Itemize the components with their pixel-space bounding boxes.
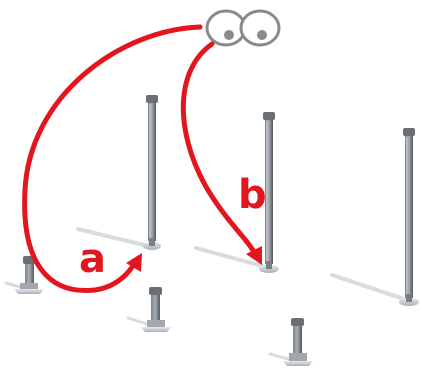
short-post-2 <box>141 287 171 332</box>
tall-post-3 <box>399 128 419 306</box>
right-pupil <box>257 30 267 40</box>
tall-post-1 <box>143 95 161 250</box>
shadow-short-3 <box>268 352 294 362</box>
arrow-a <box>22 24 203 294</box>
arrowhead-a <box>126 253 142 272</box>
left-pupil <box>224 30 234 40</box>
label-a: a <box>79 236 106 282</box>
arrow-b <box>180 41 262 265</box>
shadow-post-3 <box>330 273 409 302</box>
label-b: b <box>238 172 267 218</box>
shadow-short-2 <box>126 316 152 327</box>
short-post-3 <box>283 318 313 366</box>
eyes-icon <box>205 9 281 47</box>
floor-shadows <box>4 227 409 362</box>
arrowhead-b <box>246 246 262 265</box>
tall-post-2 <box>259 112 279 273</box>
shadow-short-1 <box>4 281 22 289</box>
short-post-1 <box>14 256 44 294</box>
shadow-post-2 <box>194 246 268 269</box>
shadow-post-1 <box>76 227 150 248</box>
